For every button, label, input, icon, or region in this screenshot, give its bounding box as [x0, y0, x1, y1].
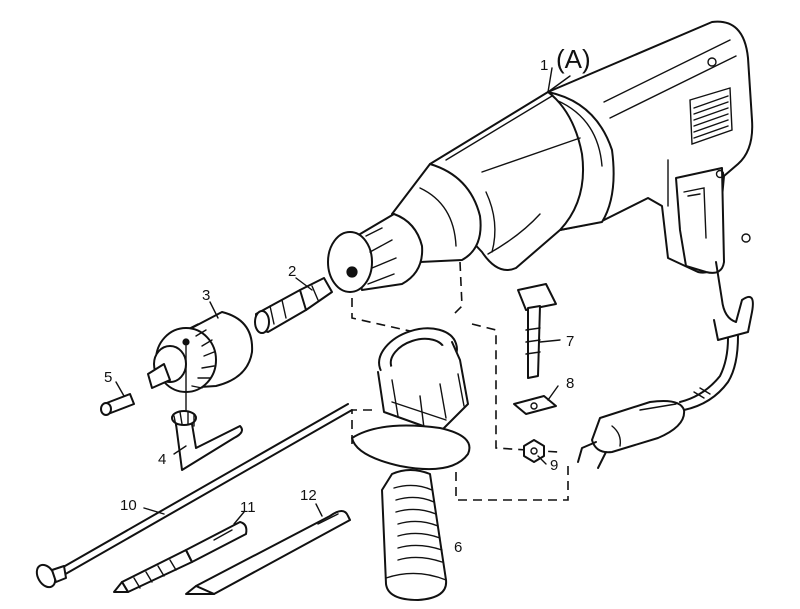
callout-11: 11 [240, 499, 256, 516]
callout-labels: (A) 1 2 3 4 5 6 7 8 9 10 11 12 [104, 44, 591, 556]
callout-3: 3 [202, 287, 210, 304]
chuck-adapter [254, 277, 333, 334]
depth-clamp-screw [517, 283, 557, 379]
callout-12: 12 [300, 487, 317, 504]
callout-6: 6 [454, 539, 462, 556]
callout-8: 8 [566, 375, 574, 392]
callout-9: 9 [550, 457, 558, 474]
callout-leaders [115, 277, 561, 525]
callout-2: 2 [288, 263, 296, 280]
drill-body [327, 20, 754, 469]
chisel [185, 510, 351, 595]
auxiliary-handle [351, 327, 471, 601]
chuck-screw [100, 393, 135, 416]
depth-gauge-rod [35, 403, 353, 589]
callout-7: 7 [566, 333, 574, 350]
callout-10: 10 [120, 497, 137, 514]
callout-1: 1 [540, 57, 548, 74]
chuck-key [171, 410, 243, 471]
drill-bit [113, 521, 248, 593]
drill-chuck [147, 311, 254, 413]
callout-a: (A) [556, 44, 591, 74]
clamp-plate [513, 395, 557, 415]
callout-4: 4 [158, 451, 166, 468]
callout-5: 5 [104, 369, 112, 386]
